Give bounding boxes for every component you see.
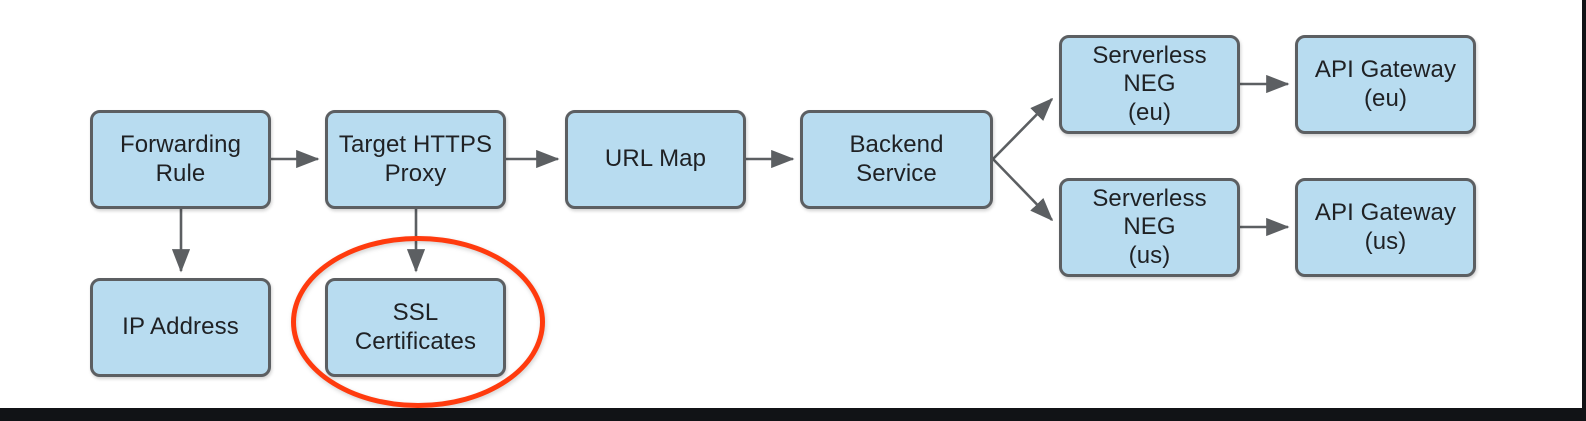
edge-backend-service-to-serverless-neg-us [992,158,1054,222]
node-backend-service[interactable]: Backend Service [800,110,993,209]
node-label-serverless-neg-eu: Serverless NEG (eu) [1092,42,1207,126]
frame-edge-right [1582,0,1586,421]
node-api-gateway-eu[interactable]: API Gateway (eu) [1295,35,1476,134]
node-target-https-proxy[interactable]: Target HTTPS Proxy [325,110,506,209]
node-url-map[interactable]: URL Map [565,110,746,209]
node-label-target-https-proxy: Target HTTPS Proxy [338,131,493,187]
frame-edge-bottom [0,408,1586,421]
node-label-api-gateway-us: API Gateway (us) [1314,199,1457,255]
node-forwarding-rule[interactable]: Forwarding Rule [90,110,271,209]
node-api-gateway-us[interactable]: API Gateway (us) [1295,178,1476,277]
node-label-serverless-neg-us: Serverless NEG (us) [1092,185,1207,269]
node-ip-address[interactable]: IP Address [90,278,271,377]
node-ssl-certificates[interactable]: SSL Certificates [325,278,506,377]
node-label-url-map: URL Map [604,145,707,173]
node-label-forwarding-rule: Forwarding Rule [119,131,242,187]
node-serverless-neg-us[interactable]: Serverless NEG (us) [1059,178,1240,277]
node-label-ssl-certificates: SSL Certificates [354,299,477,355]
node-label-backend-service: Backend Service [849,131,944,187]
node-label-api-gateway-eu: API Gateway (eu) [1314,56,1457,112]
edge-backend-service-to-serverless-neg-eu [992,97,1054,160]
node-label-ip-address: IP Address [122,313,239,341]
node-serverless-neg-eu[interactable]: Serverless NEG (eu) [1059,35,1240,134]
